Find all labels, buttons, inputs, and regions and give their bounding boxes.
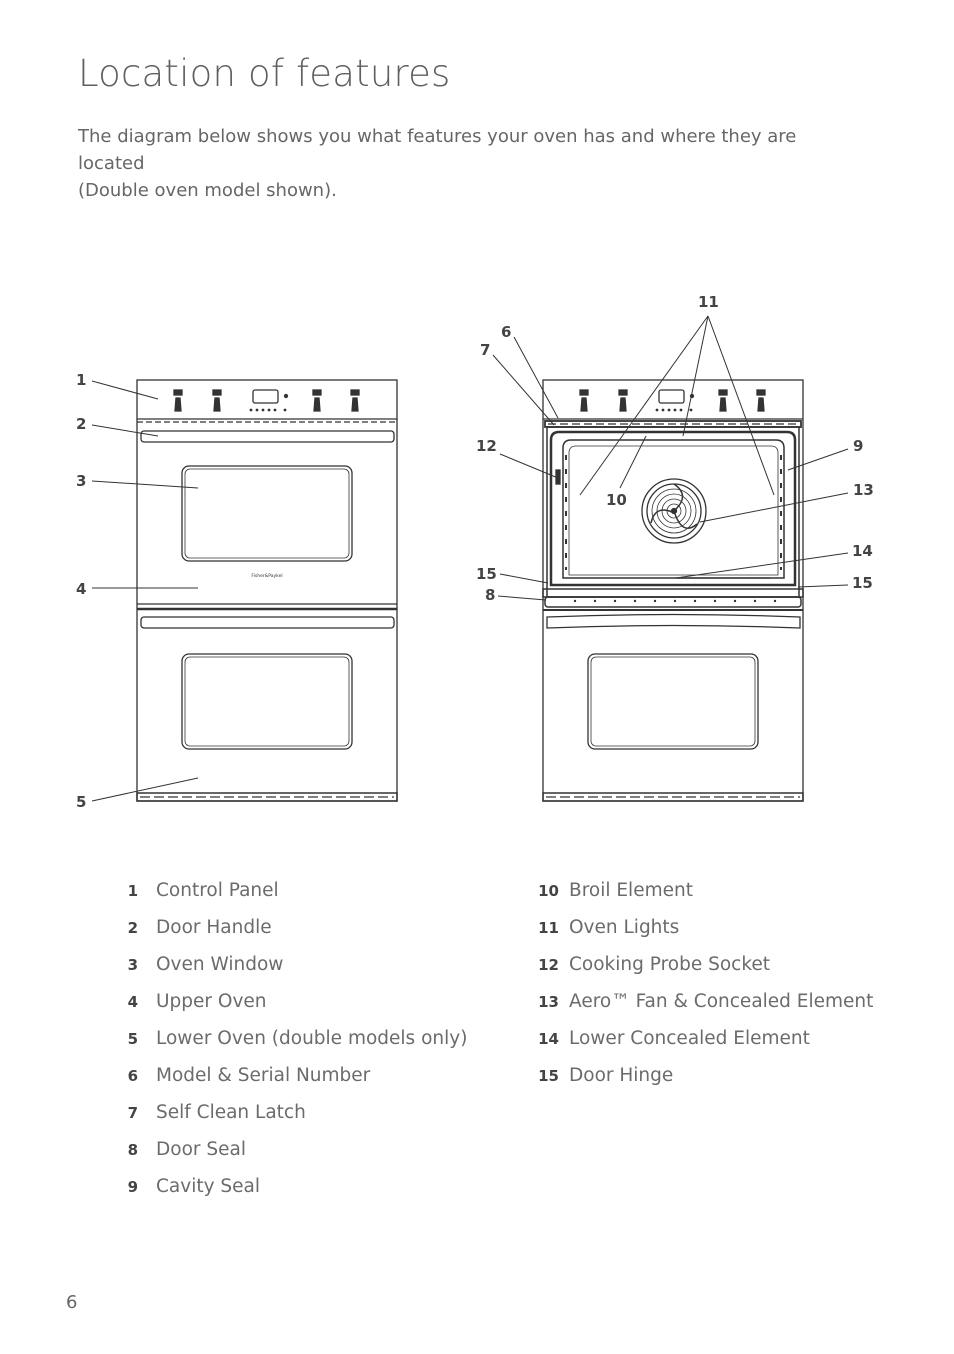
legend-number: 7 bbox=[127, 1104, 138, 1122]
legend-number: 1 bbox=[127, 882, 138, 900]
cavity-seal bbox=[549, 430, 797, 587]
legend-label: Self Clean Latch bbox=[156, 1102, 306, 1123]
legend-number: 5 bbox=[127, 1030, 138, 1048]
knob-icon bbox=[579, 389, 589, 412]
callout-11: 11 bbox=[698, 293, 719, 311]
page-title: Location of features bbox=[78, 52, 451, 95]
legend-number: 15 bbox=[538, 1067, 559, 1085]
legend-item: 8 Door Seal bbox=[114, 1139, 467, 1176]
legend-number: 4 bbox=[127, 993, 138, 1011]
legend-number: 13 bbox=[538, 993, 559, 1011]
legend-label: Model & Serial Number bbox=[156, 1065, 371, 1086]
callout-15-left: 15 bbox=[476, 565, 497, 583]
legend-item: 11 Oven Lights bbox=[535, 917, 873, 954]
legend-label: Door Handle bbox=[156, 917, 272, 938]
legend-label: Aero™ Fan & Concealed Element bbox=[569, 991, 874, 1012]
upper-door-handle bbox=[140, 430, 395, 443]
callout-1: 1 bbox=[76, 371, 86, 389]
legend-number: 10 bbox=[538, 882, 559, 900]
lower-door-handle bbox=[140, 616, 395, 629]
brand-logo: Fisher&Paykel bbox=[251, 573, 282, 579]
legend-item: 6 Model & Serial Number bbox=[114, 1065, 467, 1102]
knob-icon bbox=[718, 389, 728, 412]
legend-item: 10 Broil Element bbox=[535, 880, 873, 917]
legend-item: 13 Aero™ Fan & Concealed Element bbox=[535, 991, 873, 1028]
legend-label: Lower Concealed Element bbox=[569, 1028, 810, 1049]
door-hinge bbox=[542, 588, 804, 598]
legend-item: 9 Cavity Seal bbox=[114, 1176, 467, 1213]
door-seal bbox=[544, 596, 802, 608]
knob-icon bbox=[312, 389, 322, 412]
legend-right: 10 Broil Element 11 Oven Lights 12 Cooking … bbox=[535, 880, 873, 1102]
callout-9: 9 bbox=[853, 437, 863, 455]
control-panel bbox=[137, 389, 397, 423]
legend-item: 2 Door Handle bbox=[114, 917, 467, 954]
legend-number: 3 bbox=[127, 956, 138, 974]
display-icon bbox=[249, 389, 289, 412]
knob-icon bbox=[756, 389, 766, 412]
legend-item: 4 Upper Oven bbox=[114, 991, 467, 1028]
legend-number: 11 bbox=[538, 919, 559, 937]
legend-number: 14 bbox=[538, 1030, 559, 1048]
callout-4: 4 bbox=[76, 580, 86, 598]
intro-line-1: The diagram below shows you what feature… bbox=[78, 126, 797, 174]
oven-diagram: Fisher&Paykel bbox=[76, 293, 874, 811]
legend-item: 5 Lower Oven (double models only) bbox=[114, 1028, 468, 1065]
callout-labels: 1 2 3 4 5 6 7 8 9 10 11 12 13 14 15 15 bbox=[76, 293, 874, 811]
lower-door-handle bbox=[546, 613, 801, 629]
callout-3: 3 bbox=[76, 472, 86, 490]
legend-item: 12 Cooking Probe Socket bbox=[535, 954, 873, 991]
legend-number: 6 bbox=[127, 1067, 138, 1085]
legend-label: Door Seal bbox=[156, 1139, 246, 1160]
knob-icon bbox=[350, 389, 360, 412]
legend-number: 2 bbox=[127, 919, 138, 937]
legend-label: Cooking Probe Socket bbox=[569, 954, 771, 975]
legend-left: 1 Control Panel 2 Door Handle 3 Oven Window… bbox=[114, 880, 468, 1213]
callout-5: 5 bbox=[76, 793, 86, 811]
knob-icon bbox=[173, 389, 183, 412]
legend-label: Upper Oven bbox=[156, 991, 267, 1012]
intro-line-2: (Double oven model shown). bbox=[78, 180, 337, 201]
legend-label: Oven Window bbox=[156, 954, 284, 975]
callout-12: 12 bbox=[476, 437, 497, 455]
legend-item: 1 Control Panel bbox=[114, 880, 467, 917]
oven-outline bbox=[542, 379, 804, 802]
callout-13: 13 bbox=[853, 481, 874, 499]
lower-oven-window bbox=[181, 653, 353, 750]
legend-item: 14 Lower Concealed Element bbox=[535, 1028, 873, 1065]
oven-outline bbox=[136, 379, 398, 802]
callout-6: 6 bbox=[501, 323, 511, 341]
callout-14: 14 bbox=[852, 542, 873, 560]
legend-item: 7 Self Clean Latch bbox=[114, 1102, 467, 1139]
legend-number: 8 bbox=[127, 1141, 138, 1159]
legend-label: Oven Lights bbox=[569, 917, 680, 938]
leader-lines bbox=[91, 315, 849, 802]
page-number: 6 bbox=[66, 1292, 78, 1313]
lower-oven-window bbox=[587, 653, 759, 750]
callout-2: 2 bbox=[76, 415, 86, 433]
display-icon bbox=[655, 389, 695, 412]
legend-label: Cavity Seal bbox=[156, 1176, 261, 1197]
control-panel bbox=[543, 389, 803, 420]
open-oven-illustration bbox=[542, 379, 804, 802]
knob-icon bbox=[212, 389, 222, 412]
upper-oven-window bbox=[181, 465, 353, 562]
closed-oven-illustration: Fisher&Paykel bbox=[136, 379, 398, 802]
intro-text: The diagram below shows you what feature… bbox=[78, 123, 858, 204]
fan-icon bbox=[641, 478, 707, 544]
legend-number: 9 bbox=[127, 1178, 138, 1196]
knob-icon bbox=[618, 389, 628, 412]
legend-item: 15 Door Hinge bbox=[535, 1065, 873, 1102]
legend-item: 3 Oven Window bbox=[114, 954, 467, 991]
callout-7: 7 bbox=[480, 341, 490, 359]
callout-10: 10 bbox=[606, 491, 627, 509]
callout-8: 8 bbox=[485, 586, 495, 604]
legend-label: Lower Oven (double models only) bbox=[156, 1028, 468, 1049]
legend-label: Broil Element bbox=[569, 880, 693, 901]
callout-15-right: 15 bbox=[852, 574, 873, 592]
legend-label: Door Hinge bbox=[569, 1065, 674, 1086]
legend-number: 12 bbox=[538, 956, 559, 974]
legend-label: Control Panel bbox=[156, 880, 279, 901]
